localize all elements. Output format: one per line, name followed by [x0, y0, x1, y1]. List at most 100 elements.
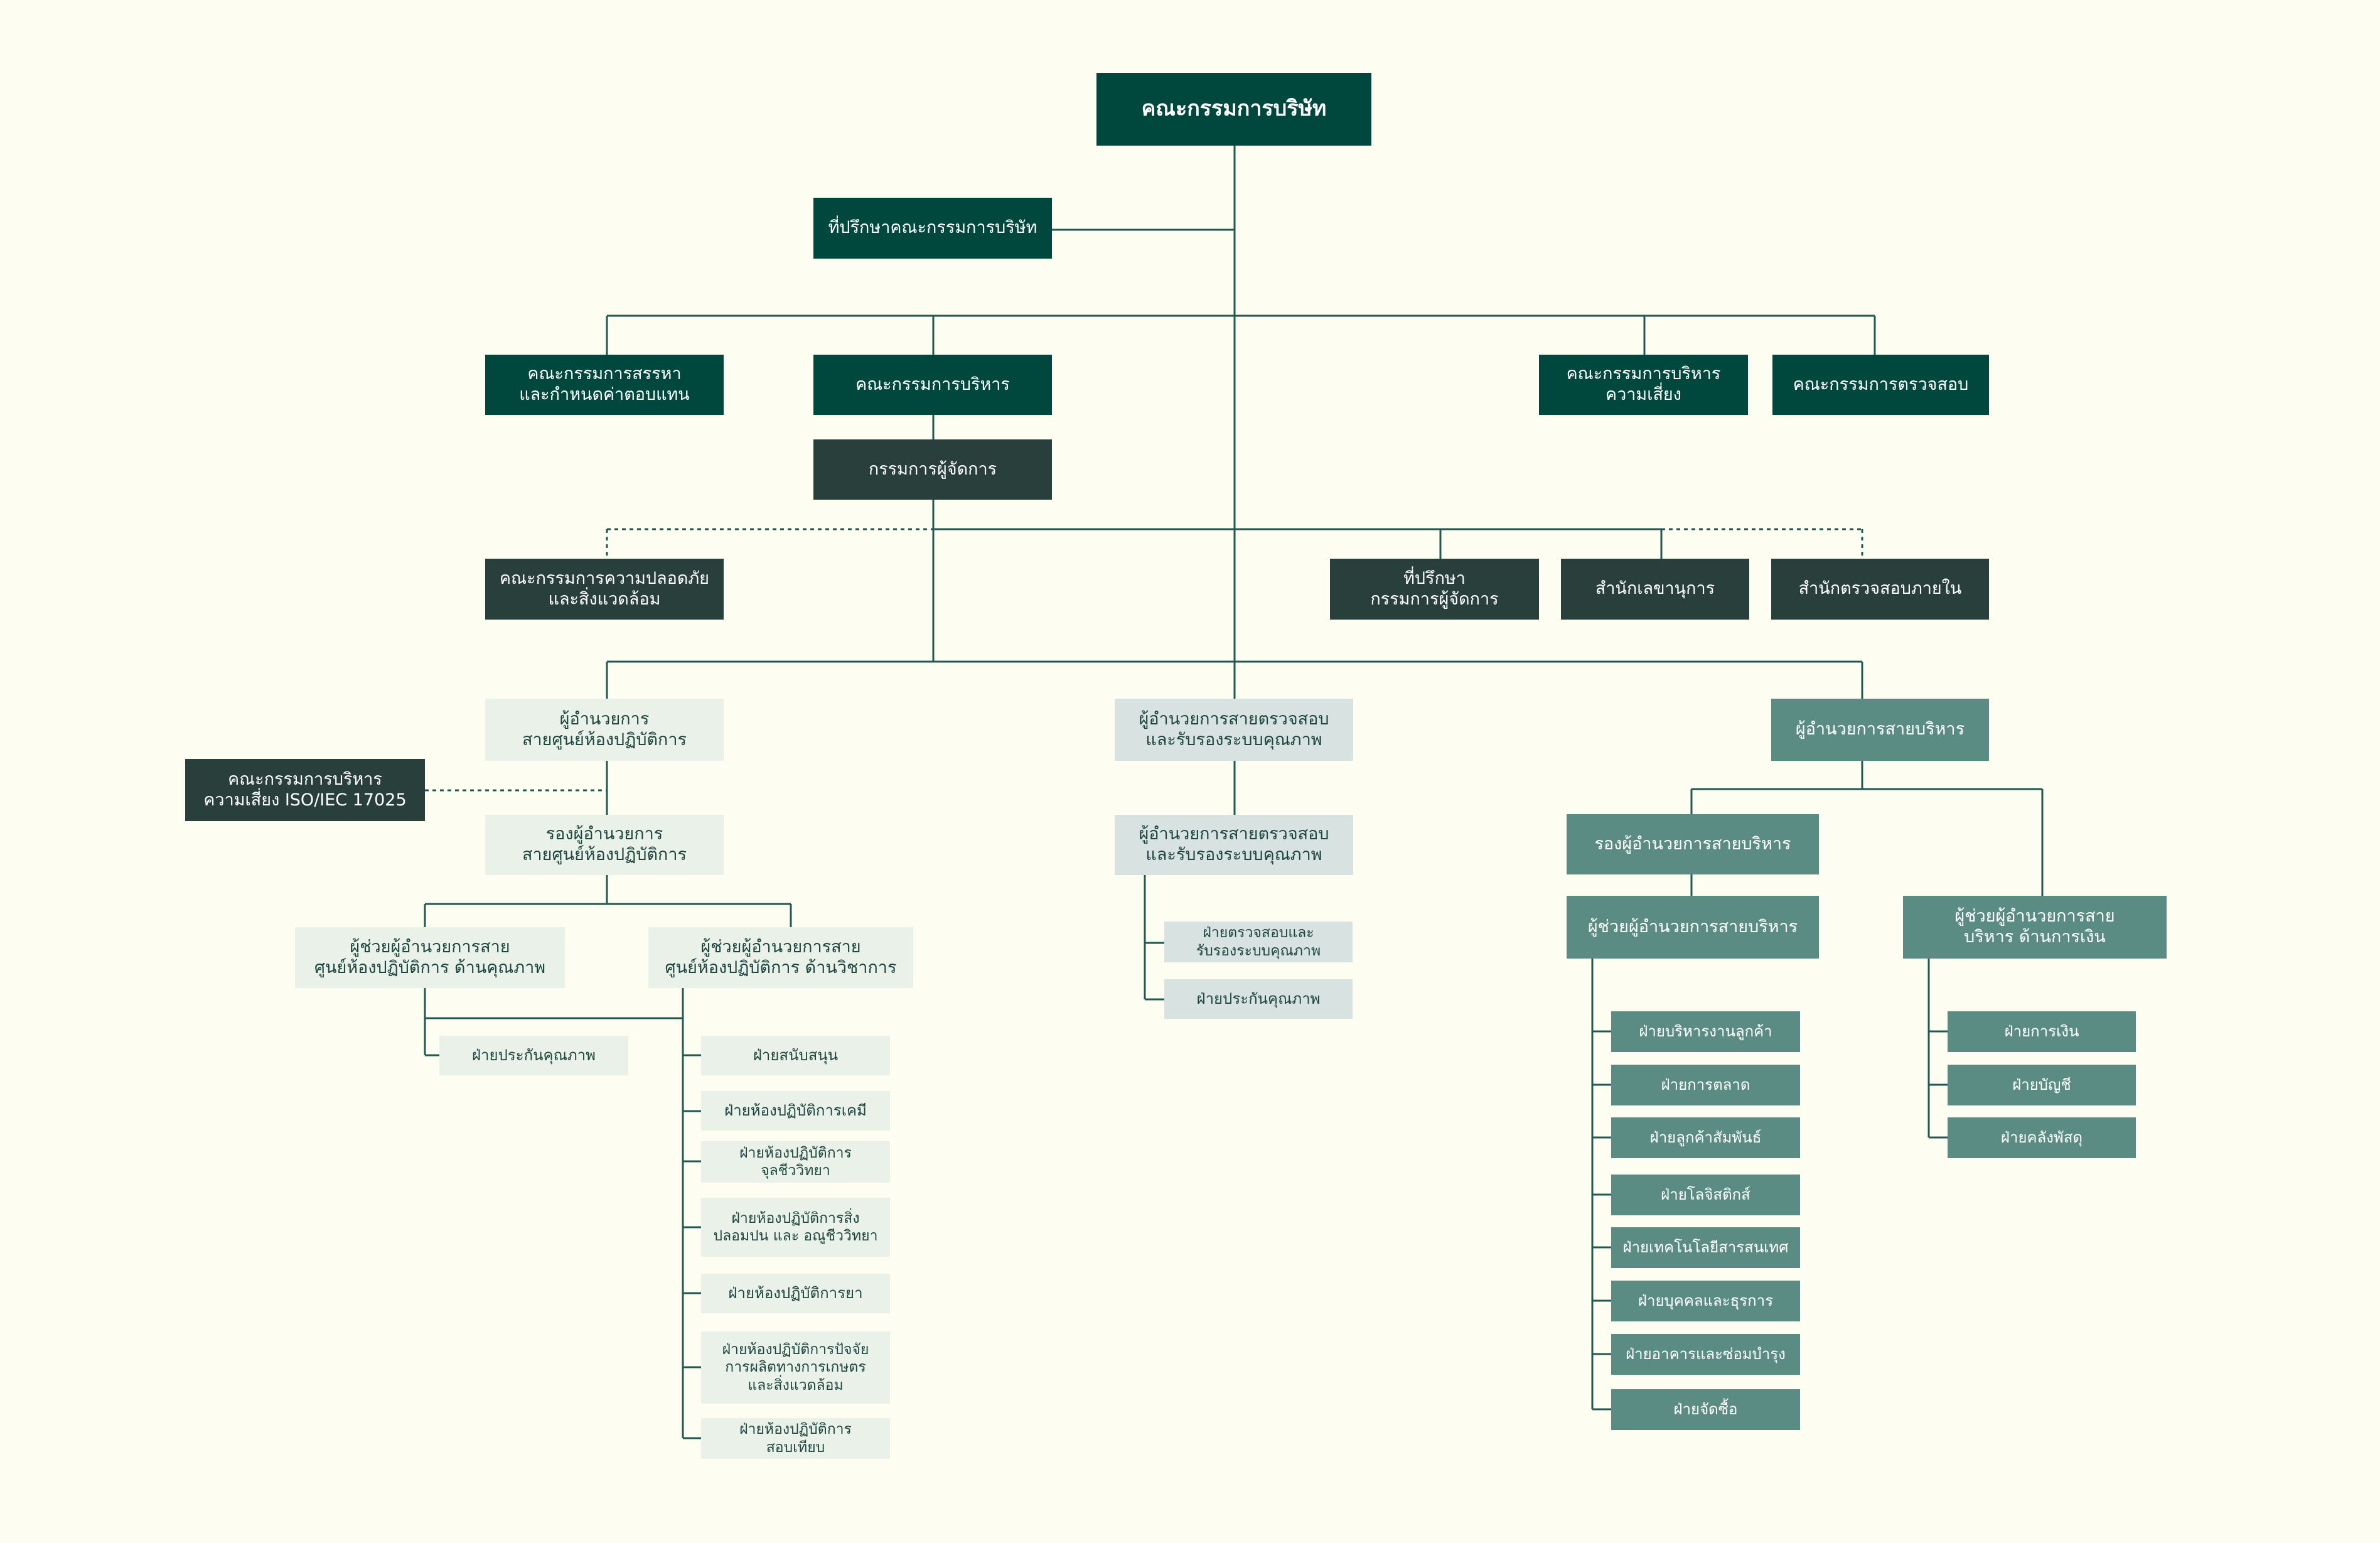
lab-deputy-director-line2: สายศูนย์ห้องปฏิบัติการ: [522, 845, 687, 864]
tech-dept-label: ฝ่ายห้องปฏิบัติการเคมี: [724, 1101, 867, 1119]
iso-risk-committee-line1: คณะกรรมการบริหาร: [228, 769, 382, 789]
tech-dept-chemistry-box[interactable]: ฝ่ายห้องปฏิบัติการเคมี: [701, 1091, 890, 1131]
lab-deputy-director-line1: รองผู้อำนวยการ: [545, 824, 663, 844]
admin-dept-label: ฝ่ายเทคโนโลยีสารสนเทศ: [1622, 1238, 1789, 1256]
board-of-directors-box[interactable]: คณะกรรมการบริษัท: [1096, 73, 1371, 146]
md-advisor-line2: กรรมการผู้จัดการ: [1370, 589, 1499, 609]
admin-deputy-label: รองผู้อำนวยการสายบริหาร: [1594, 834, 1791, 854]
tech-dept-label: ฝ่ายห้องปฏิบัติการยา: [728, 1284, 863, 1302]
finance-dept-finance-box[interactable]: ฝ่ายการเงิน: [1948, 1011, 2136, 1052]
admin-dept-customer-relations-box[interactable]: ฝ่ายลูกค้าสัมพันธ์: [1611, 1117, 1800, 1158]
managing-director-label: กรรมการผู้จัดการ: [868, 459, 997, 479]
lab-technical-assistant-box[interactable]: ผู้ช่วยผู้อำนวยการสาย ศูนย์ห้องปฏิบัติกา…: [648, 927, 913, 988]
admin-dept-marketing-box[interactable]: ฝ่ายการตลาด: [1611, 1065, 1800, 1105]
tech-dept-line2: การผลิตทางการเกษตร: [725, 1359, 866, 1376]
inspection-dept-certification-box[interactable]: ฝ่ายตรวจสอบและ รับรองระบบคุณภาพ: [1164, 922, 1353, 962]
board-advisor-label: ที่ปรึกษาคณะกรรมการบริษัท: [828, 218, 1037, 238]
risk-committee-line1: คณะกรรมการบริหาร: [1566, 364, 1721, 384]
admin-assistant-label: ผู้ช่วยผู้อำนวยการสายบริหาร: [1587, 917, 1798, 937]
iso-risk-committee-box[interactable]: คณะกรรมการบริหาร ความเสี่ยง ISO/IEC 1702…: [185, 759, 425, 821]
tech-dept-line3: และสิ่งแวดล้อม: [748, 1377, 844, 1394]
admin-dept-label: ฝ่ายโลจิสติกส์: [1661, 1185, 1750, 1203]
md-advisor-box[interactable]: ที่ปรึกษา กรรมการผู้จัดการ: [1330, 559, 1539, 620]
inspection-deputy-line2: และรับรองระบบคุณภาพ: [1145, 845, 1322, 864]
admin-dept-label: ฝ่ายจัดซื้อ: [1673, 1400, 1738, 1418]
tech-dept-line1: ฝ่ายห้องปฏิบัติการ: [739, 1421, 852, 1438]
admin-director-label: ผู้อำนวยการสายบริหาร: [1795, 719, 1965, 739]
tech-dept-line2: จุลชีววิทยา: [761, 1163, 830, 1179]
finance-dept-label: ฝ่ายคลังพัสดุ: [2000, 1128, 2083, 1146]
inspection-deputy-line1: ผู้อำนวยการสายตรวจสอบ: [1139, 824, 1329, 844]
finance-dept-warehouse-box[interactable]: ฝ่ายคลังพัสดุ: [1948, 1117, 2136, 1158]
lab-quality-assistant-line2: ศูนย์ห้องปฏิบัติการ ด้านคุณภาพ: [314, 957, 546, 977]
tech-dept-support-box[interactable]: ฝ่ายสนับสนุน: [701, 1036, 890, 1075]
tech-dept-line1: ฝ่ายห้องปฏิบัติการปัจจัย: [722, 1341, 869, 1358]
admin-dept-label: ฝ่ายอาคารและซ่อมบำรุง: [1626, 1345, 1786, 1363]
tech-dept-label: ฝ่ายสนับสนุน: [753, 1046, 839, 1064]
lab-technical-assistant-line1: ผู้ช่วยผู้อำนวยการสาย: [700, 937, 861, 957]
risk-committee-box[interactable]: คณะกรรมการบริหาร ความเสี่ยง: [1539, 355, 1748, 415]
secretary-office-box[interactable]: สำนักเลขานุการ: [1561, 559, 1749, 620]
lab-director-line2: สายศูนย์ห้องปฏิบัติการ: [522, 729, 687, 750]
nomination-committee-line2: และกำหนดค่าตอบแทน: [519, 385, 690, 404]
managing-director-box[interactable]: กรรมการผู้จัดการ: [813, 439, 1052, 500]
lab-quality-assistant-line1: ผู้ช่วยผู้อำนวยการสาย: [350, 937, 510, 957]
lab-deputy-director-box[interactable]: รองผู้อำนวยการ สายศูนย์ห้องปฏิบัติการ: [485, 815, 724, 875]
nomination-committee-box[interactable]: คณะกรรมการสรรหา และกำหนดค่าตอบแทน: [485, 355, 724, 415]
iso-risk-committee-line2: ความเสี่ยง ISO/IEC 17025: [203, 790, 407, 810]
safety-committee-line2: และสิ่งแวดล้อม: [548, 589, 661, 609]
admin-director-box[interactable]: ผู้อำนวยการสายบริหาร: [1771, 699, 1989, 761]
admin-dept-logistics-box[interactable]: ฝ่ายโลจิสติกส์: [1611, 1175, 1800, 1215]
internal-audit-office-label: สำนักตรวจสอบภายใน: [1798, 579, 1962, 599]
inspection-dept-line1: ฝ่ายตรวจสอบและ: [1203, 925, 1314, 942]
safety-committee-box[interactable]: คณะกรรมการความปลอดภัย และสิ่งแวดล้อม: [485, 559, 724, 620]
tech-dept-line2: สอบเทียบ: [766, 1439, 825, 1456]
md-advisor-line1: ที่ปรึกษา: [1403, 568, 1466, 588]
tech-dept-pharmaceutical-box[interactable]: ฝ่ายห้องปฏิบัติการยา: [701, 1274, 890, 1313]
admin-dept-label: ฝ่ายบุคคลและธุรการ: [1638, 1291, 1774, 1309]
audit-committee-box[interactable]: คณะกรรมการตรวจสอบ: [1772, 355, 1989, 415]
finance-dept-accounting-box[interactable]: ฝ่ายบัญชี: [1948, 1065, 2136, 1105]
inspection-deputy-box[interactable]: ผู้อำนวยการสายตรวจสอบ และรับรองระบบคุณภา…: [1115, 815, 1353, 875]
admin-dept-client-box[interactable]: ฝ่ายบริหารงานลูกค้า: [1611, 1011, 1800, 1052]
inspection-dept-line2: รับรองระบบคุณภาพ: [1196, 942, 1321, 959]
lab-qa-dept-label: ฝ่ายประกันคุณภาพ: [472, 1046, 596, 1064]
tech-dept-line2: ปลอมปน และ อณูชีววิทยา: [713, 1228, 878, 1244]
inspection-dept-label: ฝ่ายประกันคุณภาพ: [1196, 989, 1321, 1008]
finance-dept-label: ฝ่ายการเงิน: [2004, 1022, 2079, 1040]
lab-director-line1: ผู้อำนวยการ: [559, 709, 650, 729]
lab-qa-dept-box[interactable]: ฝ่ายประกันคุณภาพ: [439, 1036, 628, 1075]
tech-dept-agri-env-box[interactable]: ฝ่ายห้องปฏิบัติการปัจจัย การผลิตทางการเก…: [701, 1331, 890, 1404]
finance-assistant-line2: บริหาร ด้านการเงิน: [1964, 927, 2106, 947]
admin-dept-label: ฝ่ายบริหารงานลูกค้า: [1639, 1022, 1772, 1040]
admin-assistant-box[interactable]: ผู้ช่วยผู้อำนวยการสายบริหาร: [1567, 896, 1819, 959]
audit-committee-label: คณะกรรมการตรวจสอบ: [1793, 374, 1969, 394]
admin-dept-hr-box[interactable]: ฝ่ายบุคคลและธุรการ: [1611, 1281, 1800, 1321]
admin-dept-procurement-box[interactable]: ฝ่ายจัดซื้อ: [1611, 1389, 1800, 1430]
executive-committee-box[interactable]: คณะกรรมการบริหาร: [813, 355, 1052, 415]
inspection-director-line1: ผู้อำนวยการสายตรวจสอบ: [1139, 709, 1329, 729]
executive-committee-label: คณะกรรมการบริหาร: [855, 374, 1010, 394]
tech-dept-line1: ฝ่ายห้องปฏิบัติการสิ่ง: [731, 1210, 860, 1227]
risk-committee-line2: ความเสี่ยง: [1605, 385, 1681, 404]
lab-director-box[interactable]: ผู้อำนวยการ สายศูนย์ห้องปฏิบัติการ: [485, 699, 724, 761]
admin-dept-building-box[interactable]: ฝ่ายอาคารและซ่อมบำรุง: [1611, 1334, 1800, 1375]
inspection-director-line2: และรับรองระบบคุณภาพ: [1145, 729, 1322, 750]
board-advisor-box[interactable]: ที่ปรึกษาคณะกรรมการบริษัท: [813, 198, 1052, 259]
internal-audit-office-box[interactable]: สำนักตรวจสอบภายใน: [1771, 559, 1989, 620]
inspection-dept-qa-box[interactable]: ฝ่ายประกันคุณภาพ: [1164, 979, 1353, 1019]
nomination-committee-line1: คณะกรรมการสรรหา: [527, 364, 682, 384]
admin-dept-label: ฝ่ายลูกค้าสัมพันธ์: [1649, 1128, 1762, 1146]
admin-dept-it-box[interactable]: ฝ่ายเทคโนโลยีสารสนเทศ: [1611, 1227, 1800, 1268]
tech-dept-microbiology-box[interactable]: ฝ่ายห้องปฏิบัติการ จุลชีววิทยา: [701, 1141, 890, 1183]
finance-assistant-line1: ผู้ช่วยผู้อำนวยการสาย: [1954, 906, 2115, 927]
tech-dept-calibration-box[interactable]: ฝ่ายห้องปฏิบัติการ สอบเทียบ: [701, 1418, 890, 1459]
lab-quality-assistant-box[interactable]: ผู้ช่วยผู้อำนวยการสาย ศูนย์ห้องปฏิบัติกา…: [295, 927, 565, 988]
finance-assistant-box[interactable]: ผู้ช่วยผู้อำนวยการสาย บริหาร ด้านการเงิน: [1903, 896, 2167, 959]
secretary-office-label: สำนักเลขานุการ: [1595, 579, 1715, 599]
admin-deputy-box[interactable]: รองผู้อำนวยการสายบริหาร: [1567, 814, 1819, 874]
finance-dept-label: ฝ่ายบัญชี: [2012, 1075, 2071, 1094]
tech-dept-adulteration-box[interactable]: ฝ่ายห้องปฏิบัติการสิ่ง ปลอมปน และ อณูชีว…: [701, 1198, 890, 1257]
inspection-director-box[interactable]: ผู้อำนวยการสายตรวจสอบ และรับรองระบบคุณภา…: [1115, 699, 1353, 761]
